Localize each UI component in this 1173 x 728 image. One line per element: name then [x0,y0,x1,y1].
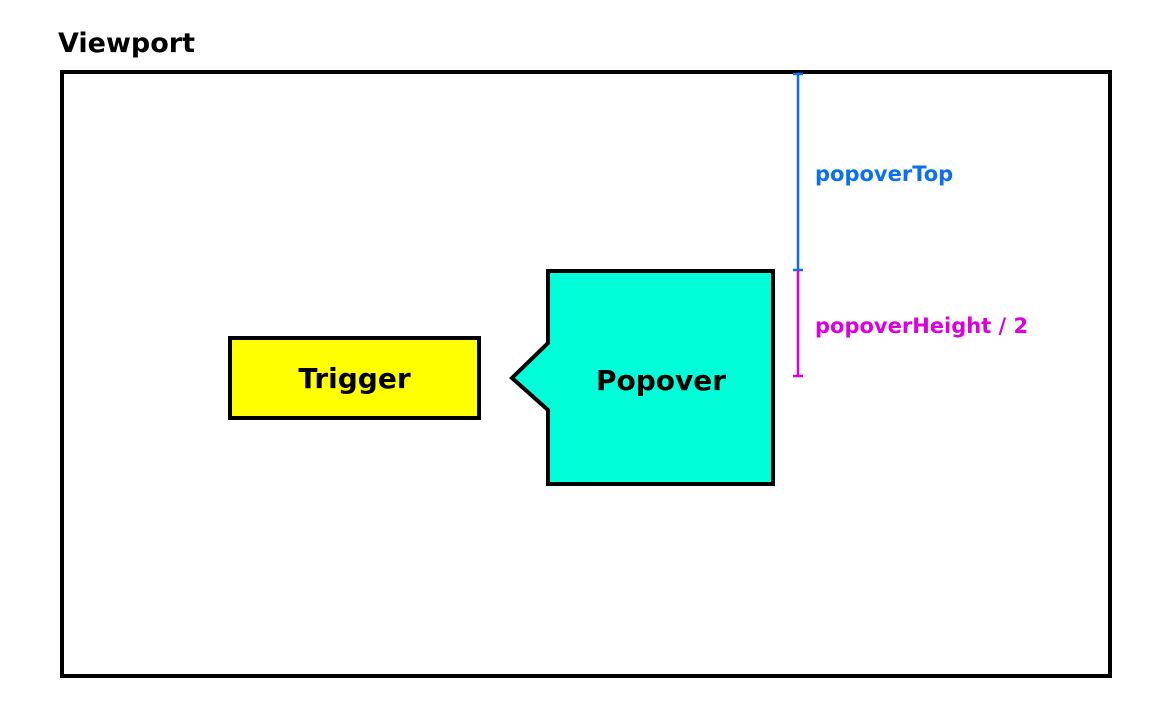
popover-half-height-dimension [793,270,803,378]
popover-top-label: popoverTop [815,162,954,186]
popover-label: Popover [595,363,727,397]
trigger-label: Trigger [298,361,411,395]
popover-top-dimension [793,72,803,272]
viewport-title: Viewport [58,28,196,59]
popover-half-height-label: popoverHeight / 2 [815,314,1029,338]
popover-shape [509,269,775,486]
popover-label-wrap: Popover [548,355,774,405]
dimension-markers [793,72,803,378]
popover-body [509,269,775,486]
trigger-box[interactable]: Trigger [228,336,481,420]
